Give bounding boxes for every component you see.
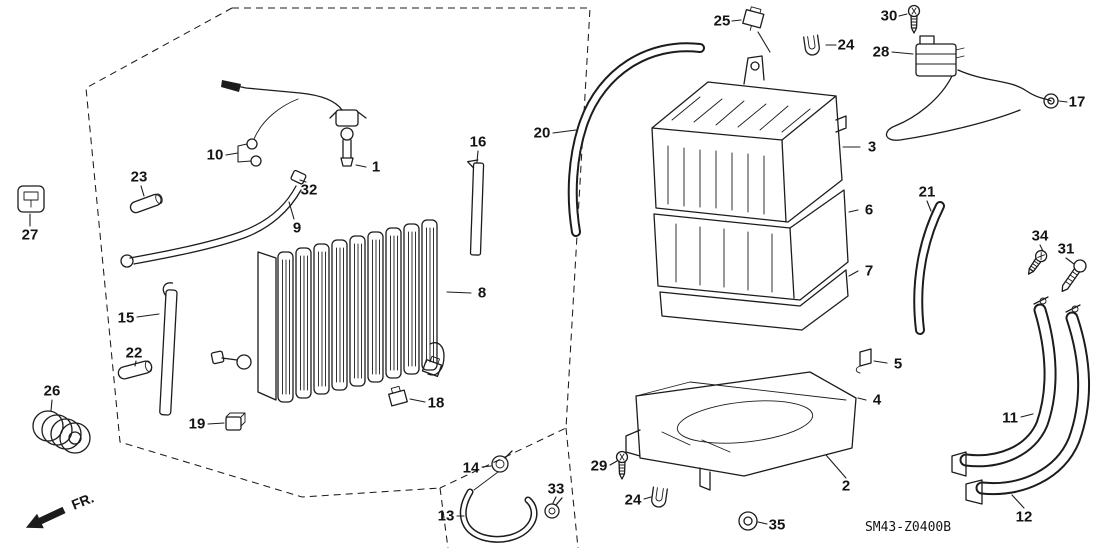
part-label-29: 29 — [591, 458, 608, 475]
part-label-31: 31 — [1058, 241, 1075, 258]
part-label-20: 20 — [534, 125, 551, 142]
part-label-35: 35 — [769, 517, 786, 534]
evaporator-core — [210, 219, 445, 403]
part-label-24: 24 — [838, 37, 855, 54]
fr-label: FR. — [69, 489, 96, 512]
diagram-code: SM43-Z0400B — [865, 520, 951, 535]
upper-case — [651, 55, 847, 223]
part-label-32: 32 — [301, 182, 318, 199]
seal-strip-16 — [467, 159, 485, 256]
screw-30 — [907, 4, 921, 34]
nut-19 — [225, 412, 246, 431]
screw-29 — [615, 450, 629, 480]
screw-34 — [1023, 247, 1050, 278]
part-label-26: 26 — [44, 383, 61, 400]
part-label-33: 33 — [548, 481, 565, 498]
part-label-28: 28 — [873, 44, 890, 61]
part-label-2: 2 — [842, 478, 850, 495]
part-label-16: 16 — [470, 134, 487, 151]
part-label-7: 7 — [865, 263, 873, 280]
part-label-9: 9 — [293, 220, 301, 237]
clip-27 — [17, 185, 45, 213]
part-label-25: 25 — [714, 13, 731, 30]
middle-case — [653, 189, 849, 301]
clip-18 — [388, 355, 443, 407]
clip-24-lower — [650, 486, 668, 509]
clip-24-upper — [803, 34, 821, 57]
grommet-17 — [1043, 93, 1059, 109]
suction-pipe — [120, 169, 307, 268]
evaporator-shelf — [659, 269, 849, 331]
seal-21 — [913, 201, 945, 335]
clip-25-link-line — [757, 31, 771, 53]
grommet-35 — [738, 511, 758, 531]
dashed-boundary-lines — [85, 7, 591, 549]
part-label-15: 15 — [118, 310, 135, 327]
seal-20 — [567, 42, 705, 237]
seal-strip-15 — [159, 282, 178, 416]
part-label-21: 21 — [919, 184, 936, 201]
part-label-5: 5 — [894, 356, 902, 373]
clamp-14 — [473, 450, 513, 491]
thermostat-28 — [915, 35, 965, 77]
part-label-4: 4 — [873, 392, 882, 409]
fr-arrow: FR. — [25, 489, 96, 529]
clip-5 — [855, 348, 872, 374]
part-label-23: 23 — [131, 169, 148, 186]
insulator-tube-23 — [129, 193, 163, 214]
part-label-11: 11 — [1002, 410, 1018, 427]
bracket-11 — [951, 296, 1057, 477]
clip-25 — [742, 6, 765, 31]
part-label-19: 19 — [189, 416, 206, 433]
part-labels-layer: 1234567891011121314151617181920212223242… — [22, 8, 1086, 534]
part-label-22: 22 — [126, 345, 143, 362]
bracket-12 — [965, 304, 1090, 505]
part-label-30: 30 — [881, 8, 898, 25]
part-label-24: 24 — [625, 492, 642, 509]
leader-lines — [29, 13, 1075, 525]
part-label-18: 18 — [428, 395, 445, 412]
part-label-27: 27 — [22, 227, 39, 244]
lower-case — [625, 371, 857, 491]
drain-hose-13 — [459, 488, 538, 543]
part-label-1: 1 — [372, 159, 380, 176]
expansion-valve — [221, 80, 367, 167]
insulator-tube-22 — [117, 360, 153, 380]
grommet-26 — [32, 410, 91, 454]
part-label-10: 10 — [207, 147, 224, 164]
bolt-31 — [1061, 259, 1087, 293]
part-label-14: 14 — [463, 460, 480, 477]
harness-wire — [885, 69, 1052, 141]
part-label-8: 8 — [478, 285, 486, 302]
pipe-joint-32 — [290, 169, 307, 185]
part-label-6: 6 — [865, 202, 873, 219]
part-label-34: 34 — [1032, 228, 1049, 245]
part-label-17: 17 — [1069, 94, 1086, 111]
part-label-13: 13 — [438, 508, 455, 525]
clamp-33 — [544, 497, 563, 519]
part-label-12: 12 — [1016, 509, 1033, 526]
part-label-3: 3 — [868, 139, 876, 156]
